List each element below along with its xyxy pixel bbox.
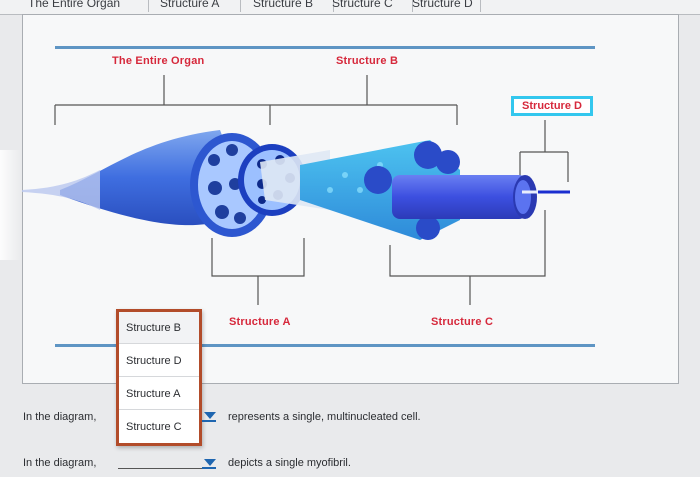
label-structure-b[interactable]: Structure B — [336, 55, 399, 67]
tab-strip: The Entire Organ Structure A Structure B… — [0, 0, 700, 15]
label-structure-d[interactable]: Structure D — [511, 96, 593, 116]
screen-glare — [0, 150, 22, 260]
tab-entire-organ[interactable]: The Entire Organ — [18, 0, 149, 12]
question-1-prefix: In the diagram, — [23, 411, 97, 423]
tab-structure-a[interactable]: Structure A — [150, 0, 241, 12]
muscle-fiber — [392, 175, 527, 219]
label-structure-c[interactable]: Structure C — [431, 316, 494, 328]
dropdown-option[interactable]: Structure C — [126, 421, 182, 433]
top-divider — [55, 46, 595, 49]
dropdown-underline — [202, 420, 216, 422]
answer-dropdown-menu[interactable]: Structure B Structure D Structure A Stru… — [116, 309, 202, 446]
dropdown-underline — [202, 467, 216, 469]
question-2-prefix: In the diagram, — [23, 457, 97, 469]
tab-structure-d[interactable]: Structure D — [402, 0, 481, 12]
tab-structure-b[interactable]: Structure B — [243, 0, 334, 12]
dropdown-option[interactable]: Structure A — [119, 378, 199, 410]
dropdown-option[interactable]: Structure B — [119, 312, 199, 344]
dropdown-option[interactable]: Structure D — [119, 345, 199, 377]
label-entire-organ[interactable]: The Entire Organ — [112, 55, 205, 67]
chevron-down-icon[interactable] — [204, 412, 216, 419]
question-2-suffix: depicts a single myofibril. — [228, 457, 351, 469]
answer-blank[interactable] — [118, 468, 202, 469]
bottom-divider — [55, 344, 595, 347]
question-1-suffix: represents a single, multinucleated cell… — [228, 411, 421, 423]
chevron-down-icon[interactable] — [204, 459, 216, 466]
label-structure-a[interactable]: Structure A — [229, 316, 291, 328]
bracket-lines — [54, 75, 569, 305]
tab-structure-c[interactable]: Structure C — [322, 0, 413, 12]
